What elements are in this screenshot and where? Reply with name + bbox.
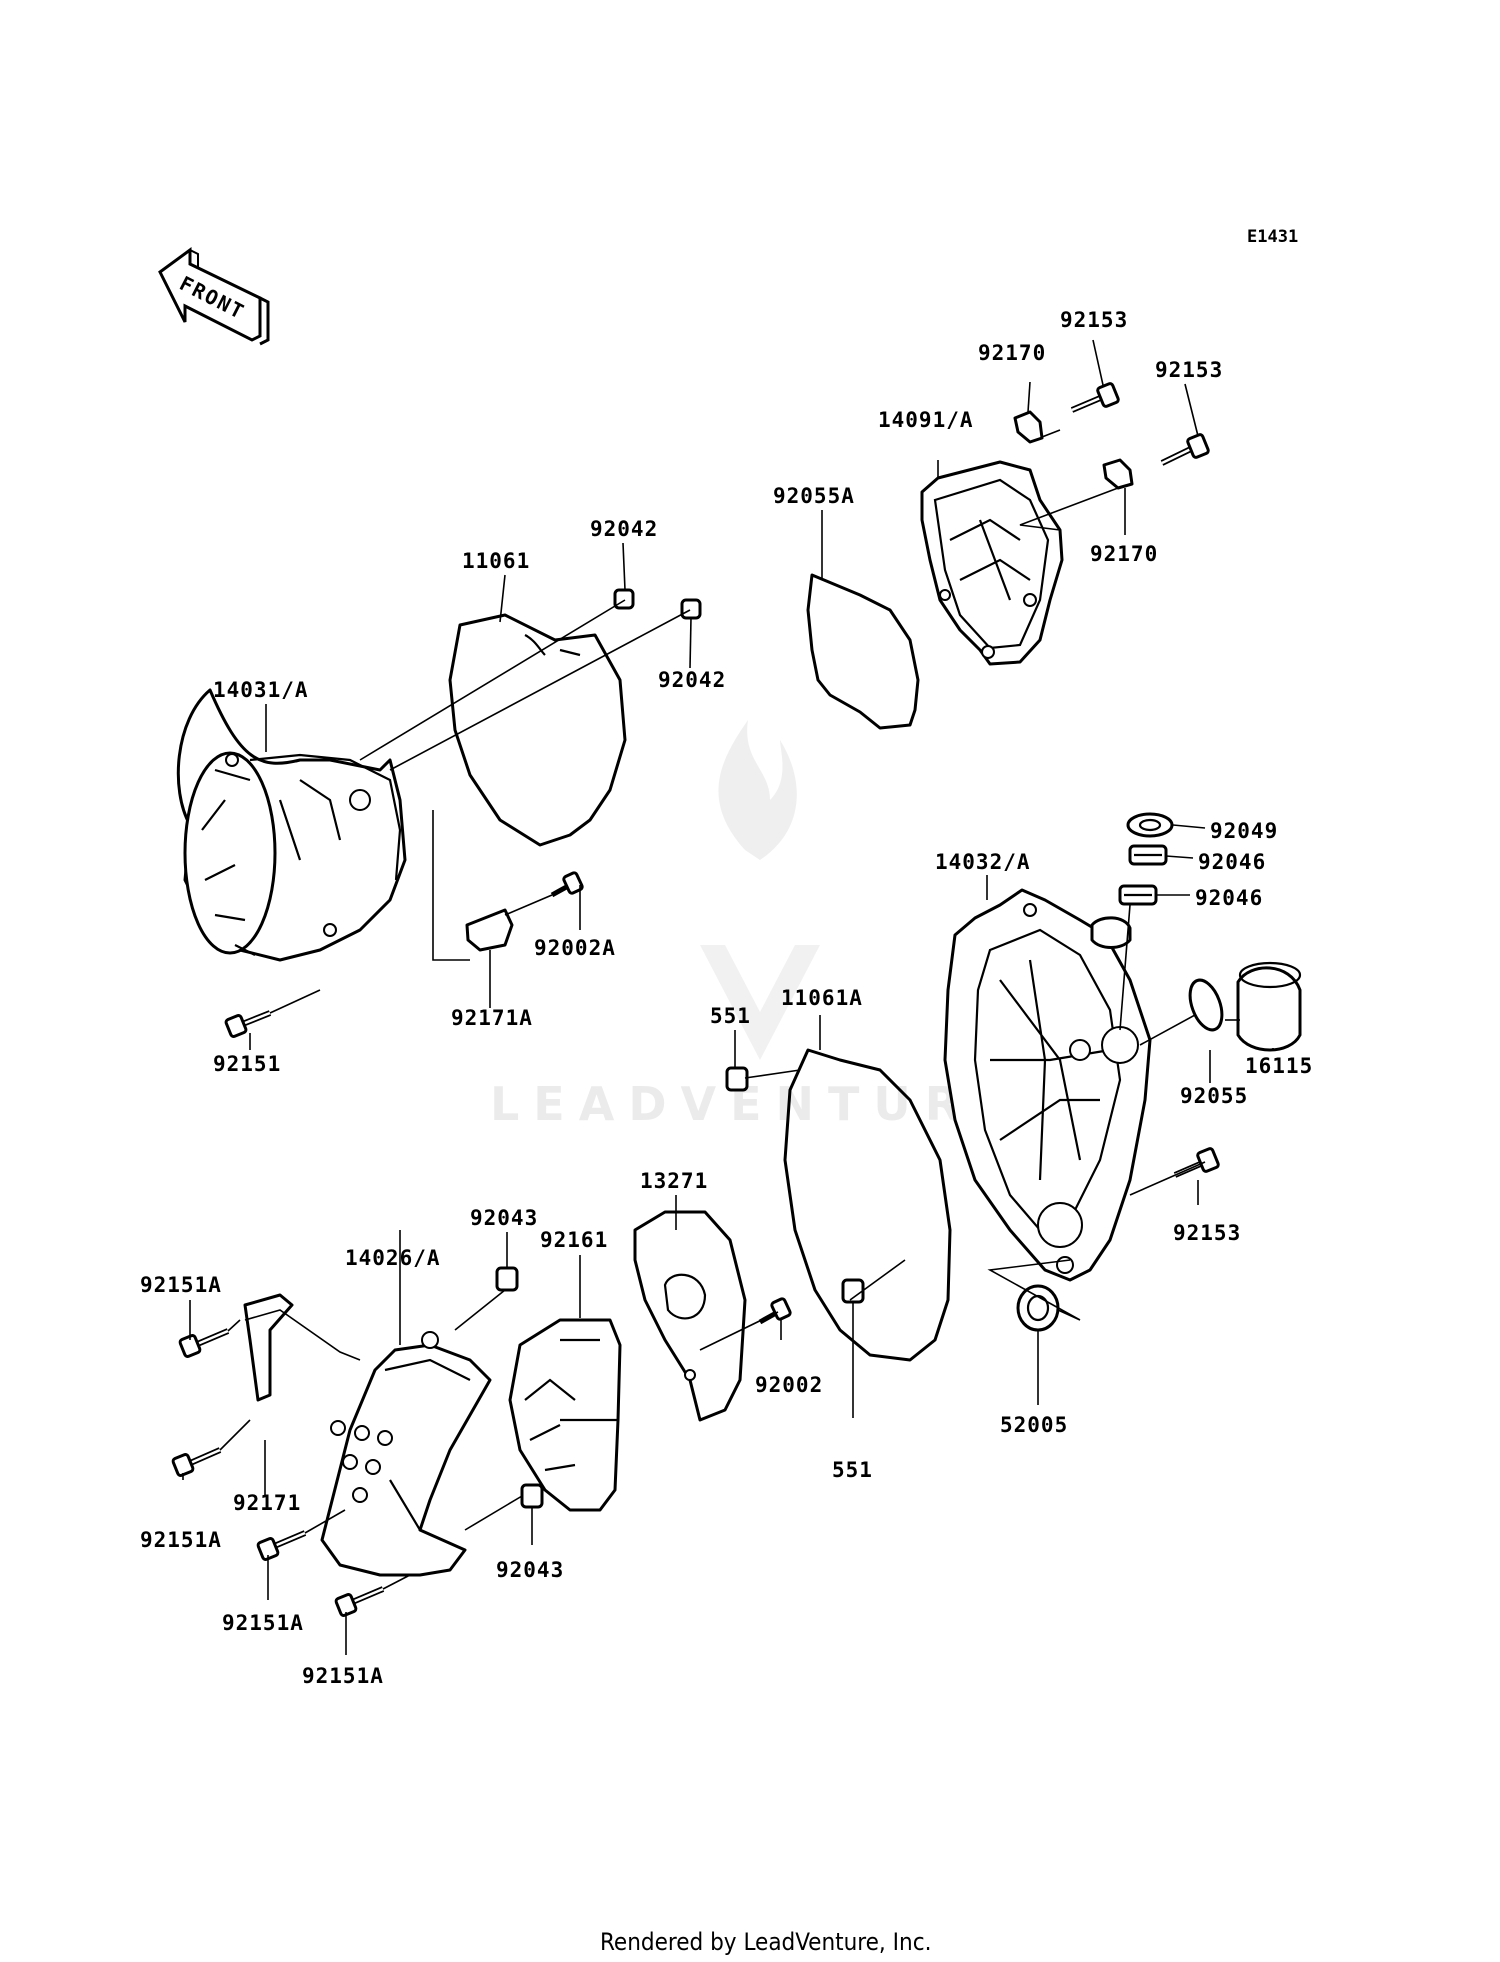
part-label-92151a-2: 92151A (140, 1528, 222, 1552)
drawing-id: E1431 (1247, 227, 1298, 247)
oil-seal-52005 (1016, 1284, 1060, 1332)
bolt-92151a-3 (256, 1530, 307, 1561)
part-label-92055: 92055 (1180, 1084, 1248, 1108)
part-label-92043-b: 92043 (496, 1558, 564, 1582)
footer-credit: Rendered by LeadVenture, Inc. (600, 1928, 931, 1956)
part-label-92046-a: 92046 (1198, 850, 1266, 874)
seal-92049 (1126, 812, 1174, 838)
clamp-92171 (243, 1293, 294, 1402)
clamp-92171a (465, 908, 514, 952)
part-label-14031: 14031/A (213, 678, 309, 702)
sprocket-cover-14026 (320, 1331, 492, 1577)
part-label-551-b: 551 (832, 1458, 873, 1482)
part-label-92151a-4: 92151A (302, 1664, 384, 1688)
part-labels: 92153 92170 92153 14091/A 92055A 92170 9… (140, 308, 1313, 1688)
o-ring-92055 (1188, 978, 1224, 1032)
part-label-92171a: 92171A (451, 1006, 533, 1030)
part-label-92042-b: 92042 (658, 668, 726, 692)
part-label-92161: 92161 (540, 1228, 608, 1252)
part-label-16115: 16115 (1245, 1054, 1313, 1078)
part-label-14032: 14032/A (935, 850, 1031, 874)
front-direction-arrow: FRONT (158, 247, 270, 346)
part-label-92170-b: 92170 (1090, 542, 1158, 566)
part-label-551-a: 551 (710, 1004, 751, 1028)
part-label-14026: 14026/A (345, 1246, 441, 1270)
part-label-14091: 14091/A (878, 408, 974, 432)
clamp-92170-top (1013, 410, 1044, 444)
part-label-92049: 92049 (1210, 819, 1278, 843)
part-label-13271: 13271 (640, 1169, 708, 1193)
part-label-52005: 52005 (1000, 1413, 1068, 1437)
part-label-92042-a: 92042 (590, 517, 658, 541)
bolt-92151a-4 (334, 1586, 385, 1617)
bearing-92046-lower (1118, 884, 1158, 906)
leader-lines (182, 339, 1274, 1655)
gasket-92055a (806, 573, 920, 730)
dowel-551-upper (725, 1066, 749, 1092)
part-label-92170-a: 92170 (978, 341, 1046, 365)
clutch-inspection-cover-14091 (920, 460, 1064, 666)
part-label-92153-b: 92153 (1155, 358, 1223, 382)
dowel-92042-lower (680, 598, 702, 620)
dowel-92043-upper (495, 1266, 519, 1292)
bolt-92002a (550, 871, 584, 898)
part-label-92151a-3: 92151A (222, 1611, 304, 1635)
dowel-92043-lower (520, 1483, 544, 1509)
part-label-11061a: 11061A (781, 986, 863, 1010)
bolt-92153-top-left (1070, 382, 1120, 413)
part-label-92002: 92002 (755, 1373, 823, 1397)
clutch-cover-14032 (943, 888, 1152, 1282)
gasket-11061a (783, 1048, 952, 1362)
bearing-92046-upper (1128, 844, 1168, 866)
cover-92161 (508, 1318, 622, 1512)
generator-cover-14031 (176, 688, 407, 962)
part-label-92046-b: 92046 (1195, 886, 1263, 910)
bolt-92151a-2 (171, 1447, 222, 1477)
part-label-92002a: 92002A (534, 936, 616, 960)
gasket-11061 (448, 613, 627, 847)
bolt-92153-top-right (1160, 433, 1210, 466)
watermark-text: LEADVENTURE (490, 1077, 1020, 1131)
part-label-92151: 92151 (213, 1052, 281, 1076)
watermark: LEADVENTURE (490, 720, 1020, 1131)
plate-13271 (633, 1210, 747, 1422)
part-label-11061: 11061 (462, 549, 530, 573)
plug-16115 (1236, 961, 1302, 1052)
clamp-92170-right (1102, 458, 1134, 490)
part-label-92151a-1: 92151A (140, 1273, 222, 1297)
bolt-92153-right (1173, 1147, 1220, 1178)
part-label-92171: 92171 (233, 1491, 301, 1515)
part-label-92153-a: 92153 (1060, 308, 1128, 332)
part-label-92153-c: 92153 (1173, 1221, 1241, 1245)
bolt-92151a-1 (178, 1328, 230, 1358)
part-label-92043-a: 92043 (470, 1206, 538, 1230)
part-label-92055a: 92055A (773, 484, 855, 508)
bolt-92151 (224, 1010, 272, 1038)
